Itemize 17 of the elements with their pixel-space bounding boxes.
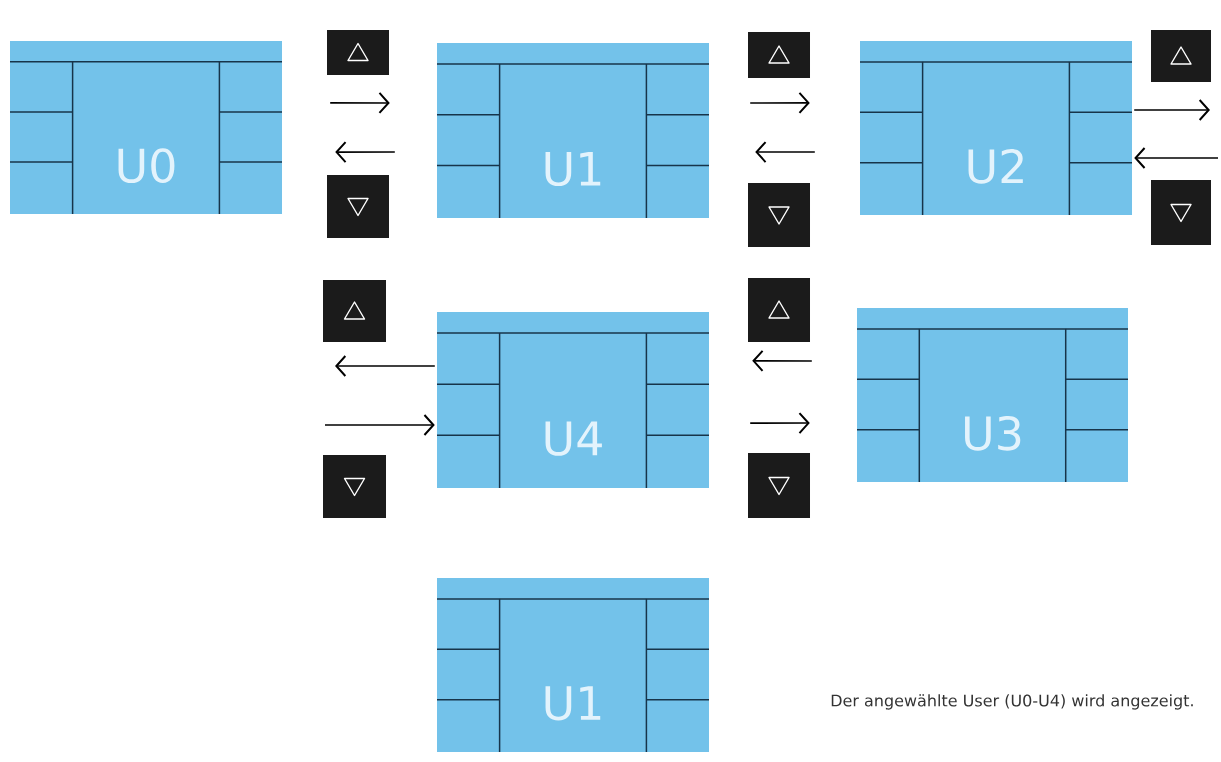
arrow: [749, 91, 810, 114]
lcd-screen: U1: [436, 43, 710, 219]
arrow: [1133, 99, 1210, 121]
arrow: [329, 91, 390, 114]
arrow: [335, 355, 436, 377]
arrow: [1134, 147, 1219, 169]
lcd-screen: U1: [436, 578, 710, 753]
lcd-screen: U3: [856, 308, 1129, 483]
arrow: [335, 141, 396, 164]
arrow: [749, 412, 810, 435]
arrow: [755, 141, 816, 164]
arrow: [752, 349, 813, 372]
lcd-screen: U0: [9, 41, 283, 215]
lcd-screen: U4: [436, 312, 710, 489]
lcd-screen: U2: [859, 41, 1133, 216]
arrow: [324, 414, 435, 437]
note-text: Der angewählte User (U0-U4) wird angezeigt.: [831, 694, 1193, 710]
